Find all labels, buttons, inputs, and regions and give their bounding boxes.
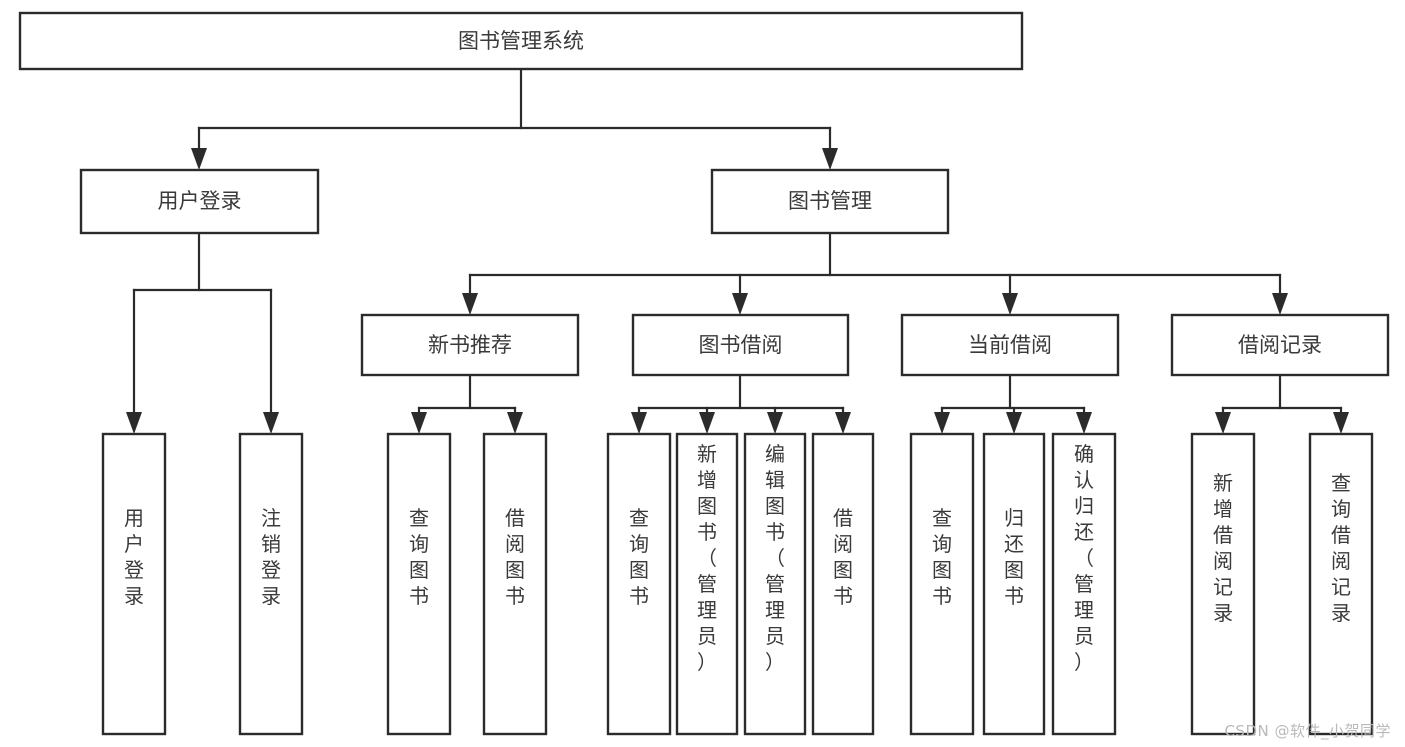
arrow-head-new-book-rec bbox=[462, 293, 478, 315]
node-current-borrow-label: 当前借阅 bbox=[968, 333, 1052, 357]
arrow-head-leaf-query-book-a bbox=[411, 412, 427, 434]
leaf-node-borrow-book-a-label: 借阅图书 bbox=[505, 506, 525, 608]
leaf-node-user-login[interactable]: 用户登录 bbox=[101, 432, 167, 736]
arrow-head-leaf-query-record bbox=[1333, 412, 1349, 434]
leaf-node-add-borrow-record-box[interactable] bbox=[1190, 432, 1256, 736]
node-user-login-box[interactable] bbox=[79, 168, 320, 235]
leaf-node-query-book-b-box[interactable] bbox=[606, 432, 672, 736]
connector-group-root bbox=[191, 67, 838, 170]
arrow-head-borrow-record bbox=[1272, 293, 1288, 315]
leaf-node-add-borrow-record-label: 新增借阅记录 bbox=[1213, 471, 1233, 625]
connector-group-current-borrow bbox=[934, 373, 1092, 434]
leaf-node-query-book-a-label: 查询图书 bbox=[409, 506, 429, 608]
node-user-login[interactable]: 用户登录 bbox=[79, 168, 320, 235]
leaf-node-query-book-a[interactable]: 查询图书 bbox=[386, 432, 452, 736]
arrow-head-leaf-query-book-b bbox=[631, 412, 647, 434]
leaf-node-query-book-b[interactable]: 查询图书 bbox=[606, 432, 672, 736]
leaf-node-add-book-box[interactable] bbox=[675, 432, 739, 736]
leaf-node-borrow-book-b-label: 借阅图书 bbox=[833, 506, 853, 608]
connector-group-borrow-record bbox=[1215, 373, 1349, 434]
arrow-head-leaf-return-book bbox=[1006, 412, 1022, 434]
node-book-management-box[interactable] bbox=[710, 168, 950, 235]
leaf-node-borrow-book-a[interactable]: 借阅图书 bbox=[482, 432, 548, 736]
connector-group-new-book-rec bbox=[411, 373, 523, 434]
leaf-node-logout[interactable]: 注销登录 bbox=[238, 432, 304, 736]
arrow-head-leaf-borrow-book-a bbox=[507, 412, 523, 434]
arrow-head-leaf-confirm-return bbox=[1076, 412, 1092, 434]
leaf-node-borrow-book-b[interactable]: 借阅图书 bbox=[811, 432, 875, 736]
arrow-head-user-login bbox=[191, 148, 207, 170]
leaf-node-add-book-label: 新增图书（管理员） bbox=[697, 442, 717, 674]
node-book-borrow-box[interactable] bbox=[631, 313, 850, 377]
leaf-node-return-book-box[interactable] bbox=[982, 432, 1046, 736]
leaf-node-borrow-book-b-box[interactable] bbox=[811, 432, 875, 736]
leaf-node-confirm-return-box[interactable] bbox=[1051, 432, 1117, 736]
leaf-node-user-login-label: 用户登录 bbox=[124, 506, 144, 608]
leaf-node-query-book-a-box[interactable] bbox=[386, 432, 452, 736]
node-new-book-recommend-label: 新书推荐 bbox=[428, 333, 512, 357]
node-root-system-label: 图书管理系统 bbox=[458, 29, 584, 53]
node-current-borrow[interactable]: 当前借阅 bbox=[900, 313, 1120, 377]
leaf-node-edit-book[interactable]: 编辑图书（管理员） bbox=[743, 432, 807, 736]
leaf-node-query-book-c-box[interactable] bbox=[909, 432, 975, 736]
leaf-node-edit-book-label: 编辑图书（管理员） bbox=[765, 442, 785, 674]
node-root-system-box[interactable] bbox=[18, 11, 1024, 71]
leaf-node-logout-label: 注销登录 bbox=[261, 506, 281, 608]
leaf-node-edit-book-box[interactable] bbox=[743, 432, 807, 736]
arrow-head-leaf-add-book bbox=[699, 412, 715, 434]
arrow-head-current-borrow bbox=[1002, 293, 1018, 315]
leaf-node-add-borrow-record[interactable]: 新增借阅记录 bbox=[1190, 432, 1256, 736]
arrow-head-leaf-borrow-book-b bbox=[835, 412, 851, 434]
connector-group-book-mgmt bbox=[462, 231, 1288, 315]
node-book-management-label: 图书管理 bbox=[788, 189, 872, 213]
arrow-head-book-borrow bbox=[732, 293, 748, 315]
node-book-management[interactable]: 图书管理 bbox=[710, 168, 950, 235]
leaf-node-logout-box[interactable] bbox=[238, 432, 304, 736]
connector-group-user-login bbox=[126, 231, 279, 434]
node-book-borrow[interactable]: 图书借阅 bbox=[631, 313, 850, 377]
leaf-node-query-borrow-record-box[interactable] bbox=[1308, 432, 1374, 736]
connector-group-book-borrow bbox=[631, 373, 851, 434]
node-borrow-record-label: 借阅记录 bbox=[1238, 333, 1322, 357]
leaf-node-query-borrow-record[interactable]: 查询借阅记录 bbox=[1308, 432, 1374, 736]
leaf-node-confirm-return-label: 确认归还（管理员） bbox=[1074, 442, 1094, 674]
leaf-node-query-book-c-label: 查询图书 bbox=[932, 506, 952, 608]
leaf-node-query-borrow-record-label: 查询借阅记录 bbox=[1331, 471, 1351, 625]
leaf-node-query-book-c[interactable]: 查询图书 bbox=[909, 432, 975, 736]
node-root-system[interactable]: 图书管理系统 bbox=[18, 11, 1024, 71]
leaf-node-confirm-return[interactable]: 确认归还（管理员） bbox=[1051, 432, 1117, 736]
arrow-head-leaf-logout bbox=[263, 412, 279, 434]
arrow-head-leaf-query-book-c bbox=[934, 412, 950, 434]
leaf-node-return-book-label: 归还图书 bbox=[1004, 506, 1024, 608]
arrow-head-leaf-add-record bbox=[1215, 412, 1231, 434]
node-new-book-recommend[interactable]: 新书推荐 bbox=[360, 313, 580, 377]
arrow-head-leaf-user-login bbox=[126, 412, 142, 434]
leaf-node-query-book-b-label: 查询图书 bbox=[629, 506, 649, 608]
node-user-login-label: 用户登录 bbox=[158, 189, 242, 213]
node-borrow-record-box[interactable] bbox=[1170, 313, 1390, 377]
node-borrow-record[interactable]: 借阅记录 bbox=[1170, 313, 1390, 377]
node-new-book-recommend-box[interactable] bbox=[360, 313, 580, 377]
leaf-node-borrow-book-a-box[interactable] bbox=[482, 432, 548, 736]
leaf-node-return-book[interactable]: 归还图书 bbox=[982, 432, 1046, 736]
arrow-head-leaf-edit-book bbox=[767, 412, 783, 434]
node-current-borrow-box[interactable] bbox=[900, 313, 1120, 377]
leaf-node-user-login-box[interactable] bbox=[101, 432, 167, 736]
leaf-node-add-book[interactable]: 新增图书（管理员） bbox=[675, 432, 739, 736]
csdn-watermark: CSDN @软件_小贺同学 bbox=[1224, 722, 1391, 740]
node-book-borrow-label: 图书借阅 bbox=[699, 333, 783, 357]
arrow-head-book-mgmt bbox=[822, 148, 838, 170]
